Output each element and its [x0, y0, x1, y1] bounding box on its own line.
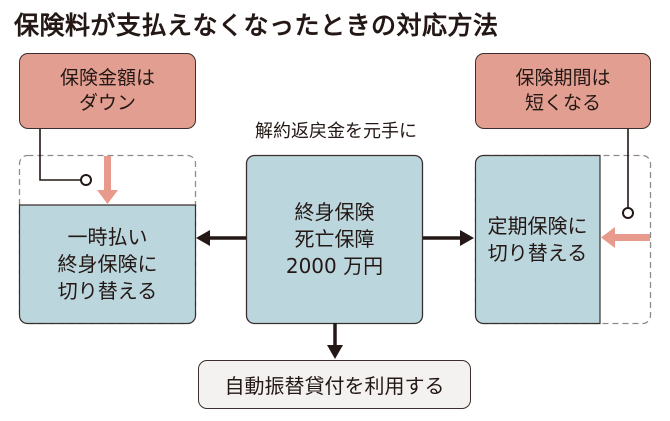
right-box-line1: 定期保険に [487, 214, 588, 238]
right-note-line2: 短くなる [524, 92, 601, 114]
left-note-line1: 保険金額は [59, 67, 155, 89]
center-box: 終身保険 死亡保障 2000 万円 [246, 155, 423, 324]
right-box-line2: 切り替える [487, 241, 588, 265]
left-callout-dot [80, 174, 92, 186]
left-reduced-fill [18, 204, 197, 325]
right-pink-arrow-head [601, 227, 615, 248]
diagram-title: 保険料が支払えなくなったときの対応方法 [14, 11, 499, 40]
right-callout-dot [622, 207, 634, 219]
left-box-line1: 一時払い [67, 225, 148, 249]
left-box-line3: 切り替える [57, 279, 158, 303]
arrow-to-left-head [196, 230, 210, 246]
right-note-box: 保険期間は 短くなる [475, 53, 651, 129]
left-box-line2: 終身保険に [57, 252, 158, 276]
left-callout-line [39, 128, 81, 181]
left-note-box: 保険金額は ダウン [19, 53, 196, 129]
left-box: 一時払い 終身保険に 切り替える [19, 205, 196, 324]
center-box-line3: 2000 万円 [285, 254, 384, 278]
center-caption: 解約返戻金を元手に [255, 121, 417, 142]
right-box: 定期保険に 切り替える [475, 195, 600, 285]
arrow-down-head [327, 345, 343, 359]
center-box-line2: 死亡保障 [294, 227, 375, 251]
right-note-line1: 保険期間は [515, 67, 611, 89]
left-pink-arrow-head [97, 190, 118, 204]
right-pink-arrow-shaft [614, 234, 650, 241]
right-reduced-fill [474, 154, 601, 325]
bottom-box: 自動振替貸付を利用する [198, 360, 471, 409]
left-note-line2: ダウン [78, 92, 136, 114]
left-pink-arrow-shaft [104, 156, 111, 192]
bottom-box-label: 自動振替貸付を利用する [224, 374, 445, 398]
center-box-line1: 終身保険 [294, 200, 375, 224]
arrow-to-right-head [460, 230, 474, 246]
